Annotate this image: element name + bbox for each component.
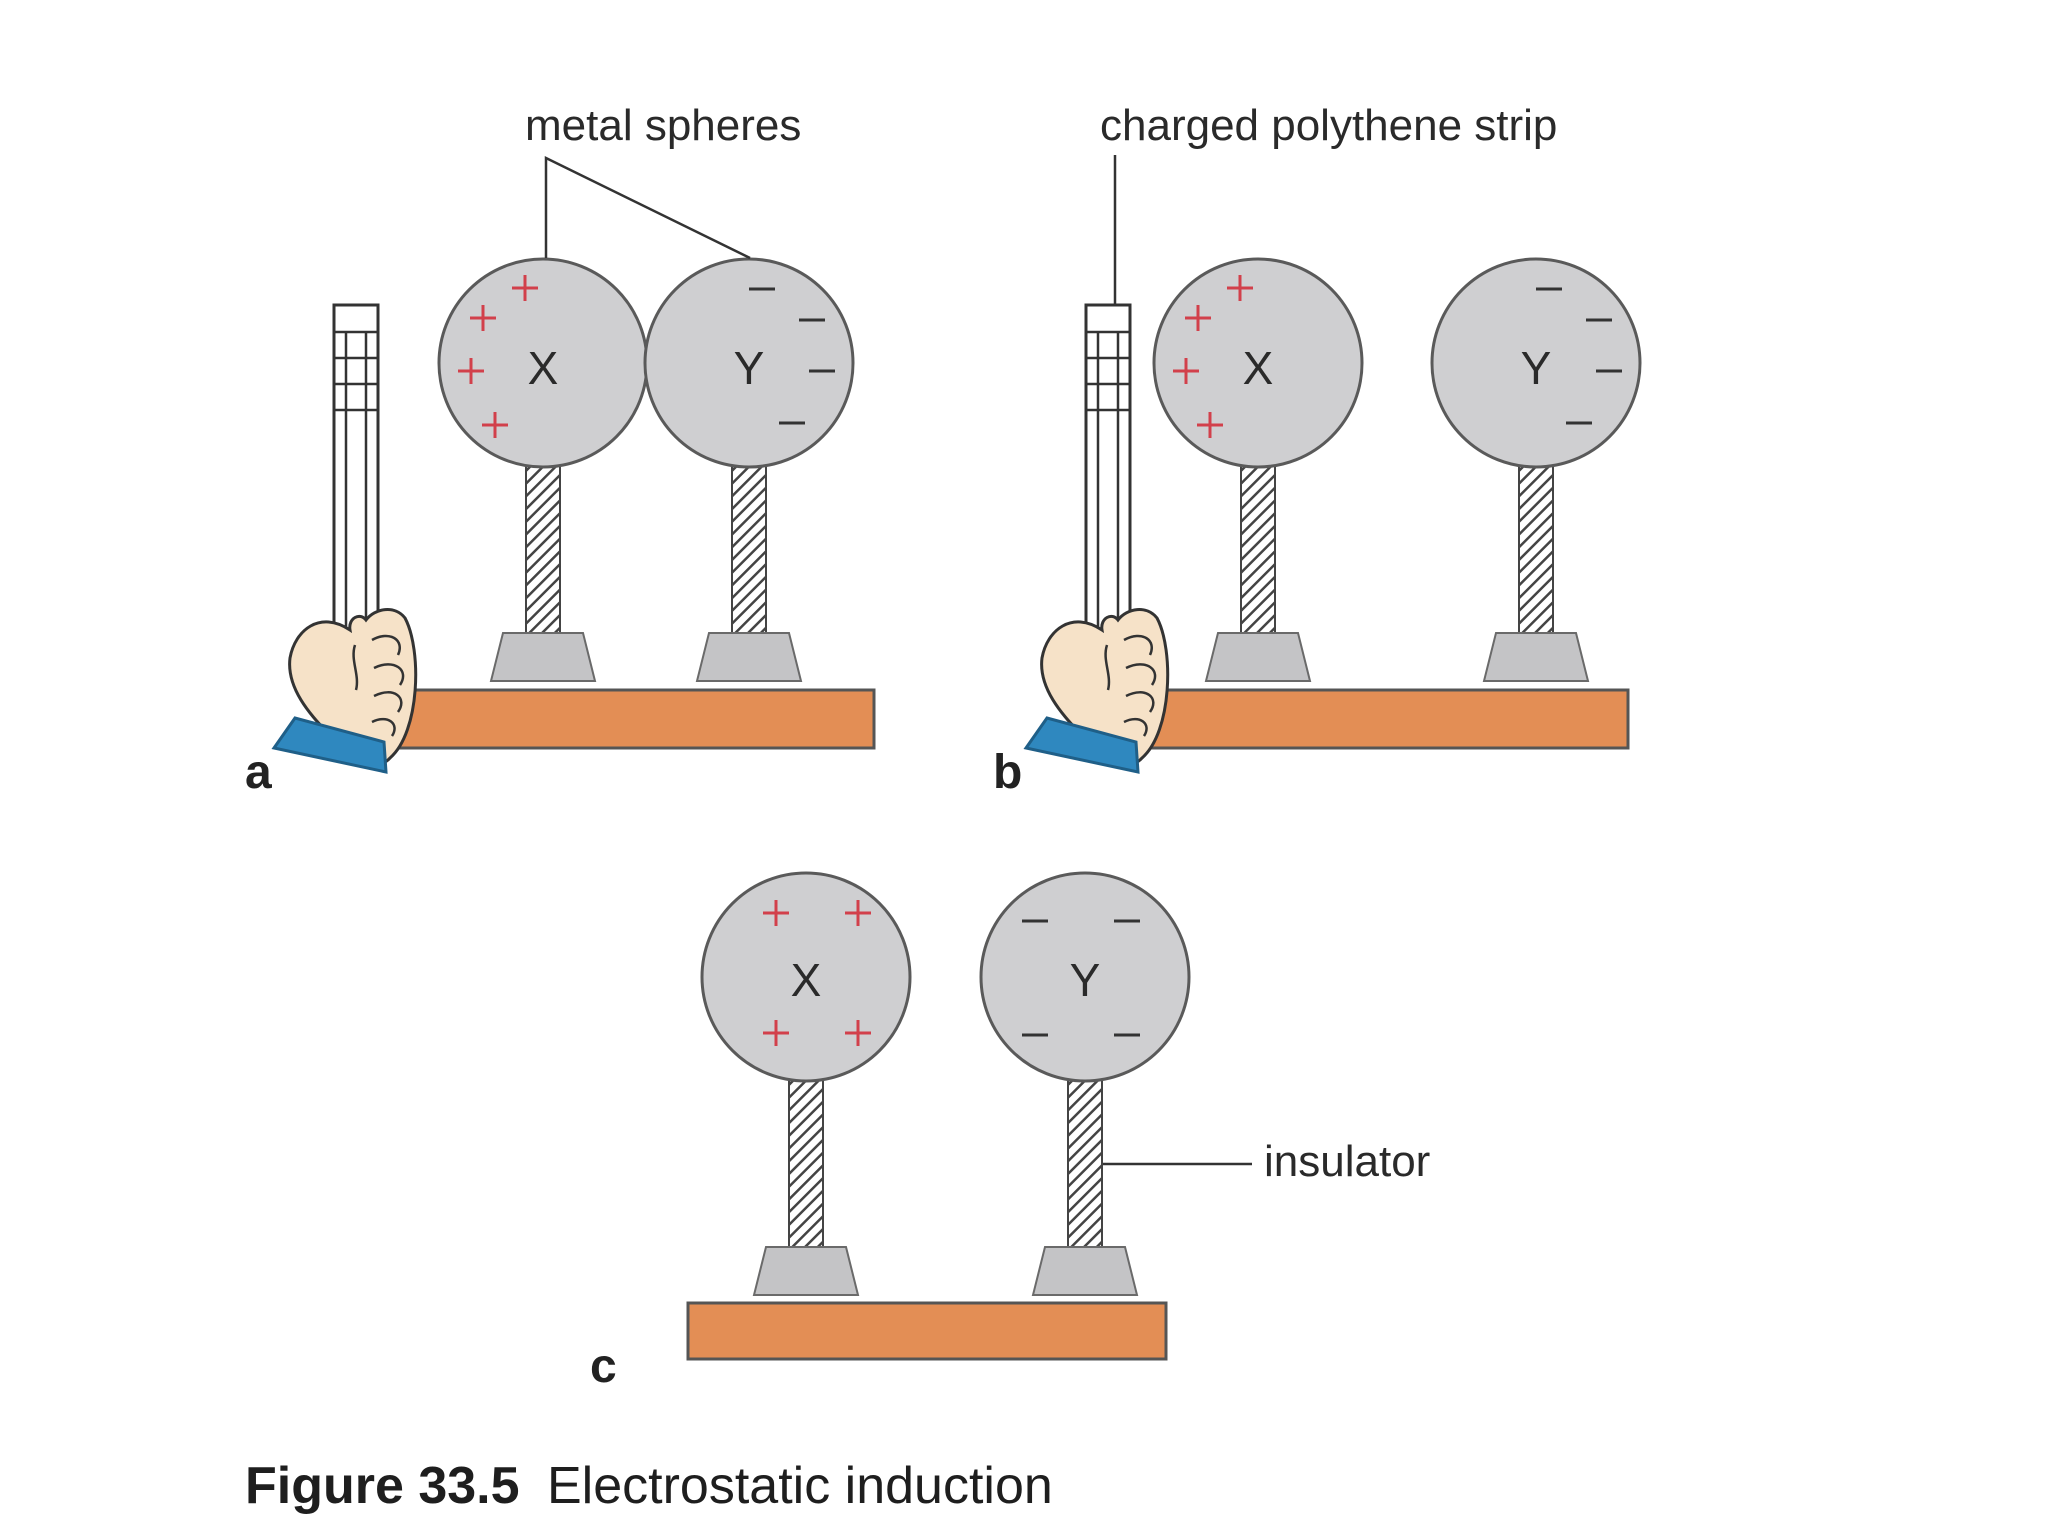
panel-label-b: b	[993, 746, 1022, 799]
sphere-label-x: X	[528, 342, 559, 394]
sphere-label-y: Y	[1070, 954, 1101, 1006]
panel-c: X Y insulator c	[590, 871, 1430, 1393]
panel-b: X Y charged polythene strip b	[993, 101, 1642, 799]
panel-label-a: a	[245, 746, 272, 799]
sphere-y-stand: Y	[643, 257, 855, 683]
label-metal-spheres: metal spheres	[525, 101, 801, 150]
metal-spheres-leader	[544, 155, 751, 260]
sphere-x-stand: X	[437, 257, 649, 683]
label-charged-polythene-strip: charged polythene strip	[1100, 101, 1557, 150]
hand-with-strip	[272, 303, 418, 774]
caption-number: Figure 33.5	[245, 1457, 520, 1515]
sphere-label-y: Y	[734, 342, 765, 394]
figure-caption: Figure 33.5 Electrostatic induction	[245, 1457, 1053, 1515]
caption-text: Electrostatic induction	[547, 1457, 1053, 1515]
sphere-y-stand: Y	[1430, 257, 1642, 683]
sphere-label-x: X	[791, 954, 822, 1006]
sphere-label-y: Y	[1521, 342, 1552, 394]
sphere-x-stand: X	[1152, 257, 1364, 683]
sphere-x-stand: X	[700, 871, 912, 1297]
wooden-base	[686, 1301, 1168, 1361]
panel-a: X Y metal spheres a	[245, 101, 876, 799]
hand-with-strip	[1024, 303, 1170, 774]
label-insulator: insulator	[1264, 1137, 1430, 1186]
wooden-base	[392, 688, 876, 750]
sphere-y-stand: Y	[979, 871, 1191, 1297]
wooden-base	[1146, 688, 1630, 750]
sphere-label-x: X	[1243, 342, 1274, 394]
panel-label-c: c	[590, 1340, 617, 1393]
